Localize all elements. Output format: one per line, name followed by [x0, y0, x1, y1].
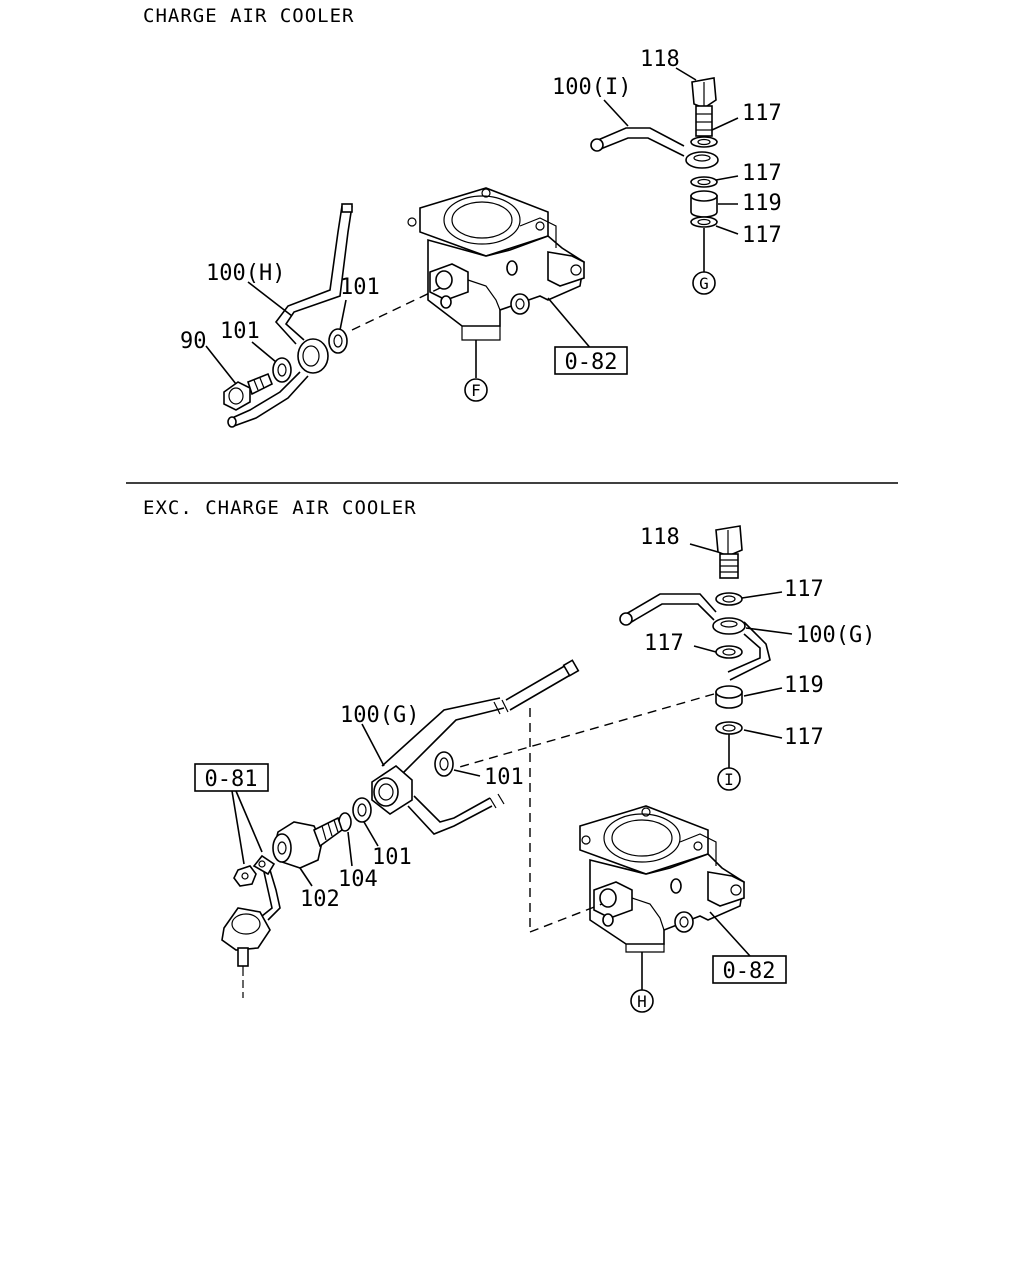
spacer-119-top — [690, 190, 718, 218]
ref-box-082-bottom — [712, 955, 787, 984]
leader-ref-082-bottom — [709, 911, 751, 957]
section-title-exc-charge-air-cooler: EXC. CHARGE AIR COOLER — [143, 497, 417, 519]
marker-h-circle — [630, 989, 654, 1013]
marker-i-circle — [717, 767, 741, 791]
washer-117-top-lower — [690, 216, 718, 228]
washer-117-bottom-middle — [715, 645, 743, 659]
ref-box-082-top — [554, 346, 628, 375]
nut-081 — [233, 865, 257, 887]
leader-101-bottom-a — [453, 769, 481, 777]
label-102: 102 — [300, 887, 340, 912]
label-117-bottom-a: 117 — [784, 577, 824, 602]
label-119-bottom: 119 — [784, 673, 824, 698]
leader-101-top-b — [251, 341, 277, 363]
label-100h: 100(H) — [206, 261, 285, 286]
injection-pump-body-bottom — [579, 805, 745, 953]
injection-pump-body-top — [407, 187, 585, 341]
label-117-bottom-b: 117 — [644, 631, 684, 656]
leader-101-top-a — [339, 299, 347, 331]
pipe-100g-left — [381, 659, 580, 835]
washer-117-top-upper — [690, 136, 718, 148]
leader-117-bottom-c — [743, 729, 783, 739]
label-117-bottom-c: 117 — [784, 725, 824, 750]
leader-100i — [603, 99, 629, 127]
leader-118-top — [675, 67, 697, 81]
leader-117-top-b — [715, 175, 739, 181]
washer-117-bottom-upper — [715, 592, 743, 606]
label-118-bottom: 118 — [640, 525, 680, 550]
ref-box-081 — [194, 763, 269, 792]
banjo-bolt-118-top — [691, 77, 717, 137]
label-101-bottom-a: 101 — [484, 765, 524, 790]
wire-harness-connector — [221, 854, 281, 998]
eye-fitting-100g-left — [371, 764, 413, 815]
label-104: 104 — [338, 867, 378, 892]
label-ref-081: 0-81 — [205, 767, 258, 792]
eye-fitting-100h — [297, 338, 329, 374]
label-ref-082-bottom: 0-82 — [723, 959, 776, 984]
label-117-top-b: 117 — [742, 161, 782, 186]
washer-117-top-middle — [690, 176, 718, 188]
marker-f-label: F — [471, 381, 481, 400]
leader-104 — [347, 831, 353, 867]
leader-100h — [247, 281, 293, 317]
banjo-bolt-118-bottom — [715, 525, 743, 579]
leader-117-top-a — [711, 117, 739, 131]
label-101-top-b: 101 — [220, 319, 260, 344]
pipe-100i — [590, 127, 685, 157]
label-100i: 100(I) — [552, 75, 631, 100]
label-101-top-a: 101 — [340, 275, 380, 300]
section-title-charge-air-cooler: CHARGE AIR COOLER — [143, 5, 354, 27]
washer-101-top-right — [328, 328, 348, 354]
marker-i-label: I — [724, 770, 734, 789]
leader-117-top-c — [715, 225, 739, 235]
label-119-top: 119 — [742, 191, 782, 216]
label-100g-right: 100(G) — [796, 623, 875, 648]
leader-ref-082-top — [547, 297, 593, 351]
leader-101-bottom-b — [363, 821, 379, 847]
marker-h-label: H — [637, 992, 647, 1011]
marker-g-label: G — [699, 274, 709, 293]
leader-117-bottom-a — [741, 591, 783, 599]
eye-fitting-100i — [685, 151, 719, 169]
eye-bolt-90 — [223, 372, 274, 411]
leader-ref-081-a — [231, 790, 245, 865]
label-118-top: 118 — [640, 47, 680, 72]
leader-100g-right — [745, 627, 793, 635]
label-ref-082-top: 0-82 — [565, 350, 618, 375]
leader-100g-left — [361, 723, 385, 767]
leader-102 — [299, 867, 313, 887]
assembly-line-top — [351, 287, 441, 331]
pipe-100g-right — [619, 593, 771, 681]
washer-117-bottom-lower — [715, 721, 743, 735]
assembly-line-bottom-lower — [529, 903, 603, 933]
eye-fitting-100g-right — [712, 617, 746, 635]
washer-101-bottom-upper — [434, 751, 454, 777]
leader-ref-081-b — [235, 790, 263, 853]
assembly-line-bottom-upper — [455, 693, 715, 769]
leader-118-bottom — [689, 543, 719, 553]
washer-101-bottom-lower — [352, 797, 372, 823]
leader-117-bottom-b — [693, 645, 717, 653]
leader-90 — [205, 345, 237, 385]
label-100g-left: 100(G) — [340, 703, 419, 728]
label-90: 90 — [180, 329, 207, 354]
marker-g-circle — [692, 271, 716, 295]
sensor-102 — [272, 816, 343, 869]
marker-f-circle — [464, 378, 488, 402]
leader-119-bottom — [743, 687, 783, 697]
label-117-top-a: 117 — [742, 101, 782, 126]
spacer-119-bottom — [715, 685, 743, 709]
label-117-top-c: 117 — [742, 223, 782, 248]
washer-101-top-left — [272, 357, 292, 383]
label-101-bottom-b: 101 — [372, 845, 412, 870]
pipe-100h — [227, 203, 353, 428]
